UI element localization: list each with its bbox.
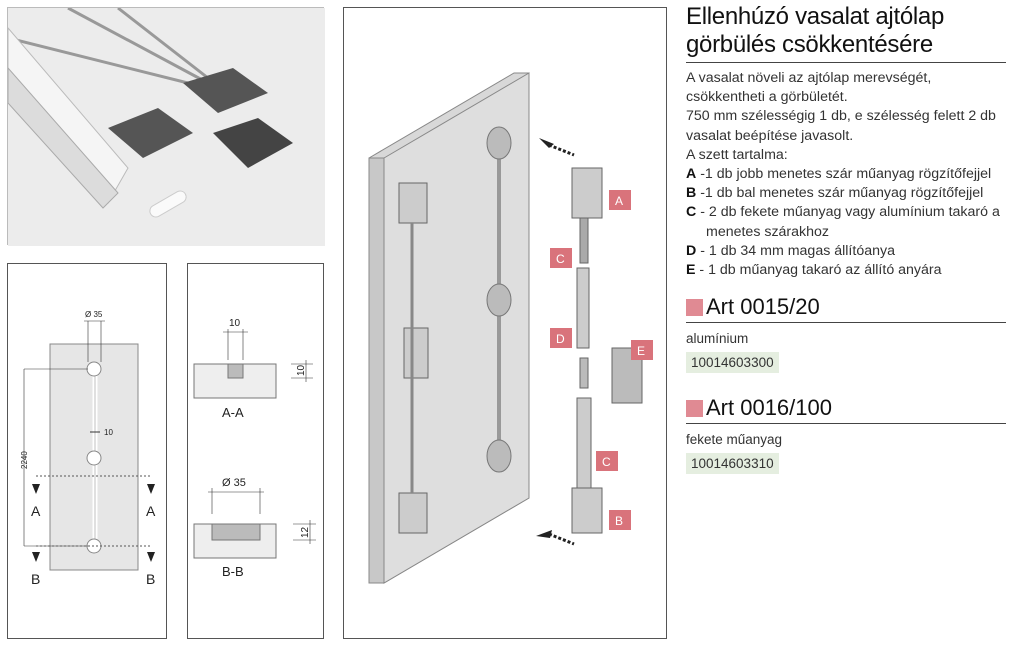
label-b: B bbox=[615, 514, 623, 528]
accent-square-icon bbox=[686, 298, 703, 316]
product-info: Ellenhúzó vasalat ajtólap görbülés csökk… bbox=[686, 3, 1006, 475]
content-item-b: B -1 db bal menetes szár műanyag rögzítő… bbox=[686, 185, 984, 202]
content-item-e: E - 1 db műanyag takaró az állító anyára bbox=[686, 262, 942, 279]
bb-depth-label: 12 bbox=[300, 526, 311, 538]
assembly-diagram: A C D E C B bbox=[343, 7, 667, 639]
label-e: E bbox=[637, 344, 645, 358]
section-b-left: B bbox=[31, 571, 40, 587]
article-code: 10014603300 bbox=[686, 352, 779, 374]
content-item-d: D - 1 db 34 mm magas állítóanya bbox=[686, 242, 895, 259]
content-item-a: A -1 db jobb menetes szár műanyag rögzít… bbox=[686, 166, 992, 183]
content-item-c: C - 2 db fekete műanyag vagy alumínium t… bbox=[686, 204, 1000, 221]
section-diagram: 10 10 A-A Ø 35 12 B-B bbox=[187, 263, 324, 639]
product-photo-image bbox=[8, 8, 325, 246]
label-c-top: C bbox=[556, 252, 565, 266]
label-c-bottom: C bbox=[602, 455, 611, 469]
content-item-c-cont: menetes szárakhoz bbox=[706, 223, 830, 240]
desc-line: 750 mm szélességig 1 db, e szélesség fel… bbox=[686, 108, 996, 125]
drilling-diagram: Ø 35 2240 10 A A B B bbox=[7, 263, 167, 639]
section-a-left: A bbox=[31, 503, 41, 519]
aa-width-label: 10 bbox=[229, 318, 241, 329]
assembly-labels: A C D E C B bbox=[550, 190, 653, 530]
article-code: 10014603310 bbox=[686, 453, 779, 475]
drill-diameter-label: Ø 35 bbox=[85, 310, 103, 319]
title-line-1: Ellenhúzó vasalat ajtólap bbox=[686, 3, 945, 30]
aa-depth-label: 10 bbox=[296, 364, 307, 376]
section-a-right: A bbox=[146, 503, 156, 519]
desc-line: A vasalat növeli az ajtólap merevségét, bbox=[686, 70, 932, 86]
article-material: alumínium bbox=[686, 331, 749, 347]
product-description: A vasalat növeli az ajtólap merevségét, … bbox=[686, 69, 1006, 280]
article-heading: Art 0015/20 bbox=[686, 294, 1006, 324]
drill-length-label: 2240 bbox=[20, 451, 29, 469]
label-d: D bbox=[556, 332, 565, 346]
article-material: fekete műanyag bbox=[686, 432, 783, 448]
title-line-2: görbülés csökkentésére bbox=[686, 31, 933, 58]
drill-width-label: 10 bbox=[104, 428, 113, 437]
label-a: A bbox=[615, 194, 623, 208]
section-b-right: B bbox=[146, 571, 155, 587]
article-heading: Art 0016/100 bbox=[686, 395, 1006, 425]
aa-section-label: A-A bbox=[222, 405, 244, 420]
bb-diameter-label: Ø 35 bbox=[222, 477, 246, 489]
product-title: Ellenhúzó vasalat ajtólap görbülés csökk… bbox=[686, 3, 1006, 63]
desc-line: vasalat beépítése javasolt. bbox=[686, 127, 854, 144]
desc-line: csökkentheti a görbületét. bbox=[686, 89, 848, 106]
accent-square-icon bbox=[686, 399, 703, 417]
desc-line: A szett tartalma: bbox=[686, 146, 788, 163]
bb-section-label: B-B bbox=[222, 564, 244, 579]
product-photo bbox=[7, 7, 325, 246]
